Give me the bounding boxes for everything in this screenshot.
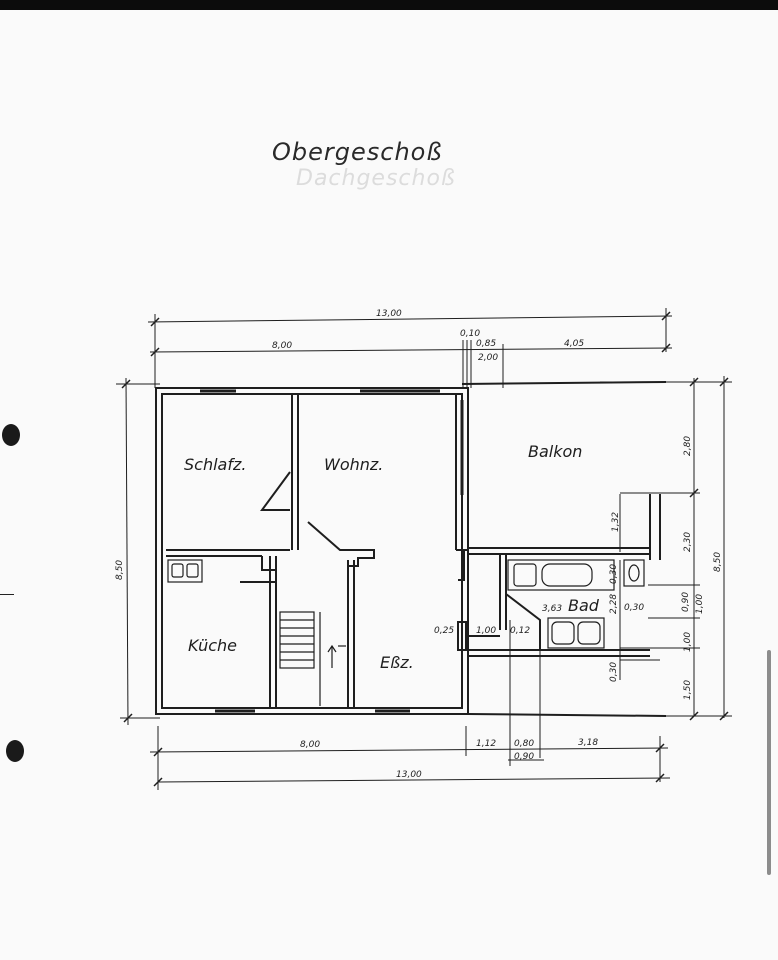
dim-top-200: 2,00: [478, 353, 498, 363]
dim-right-230: 2,30: [683, 532, 693, 552]
dim-left-850: 8,50: [115, 560, 125, 580]
dim-bad-363: 3,63: [542, 604, 562, 614]
room-label-balkon: Balkon: [528, 442, 582, 461]
bathtub: [507, 559, 615, 591]
dim-mid-012: 0,12: [510, 626, 530, 636]
punch-hole-bottom: [6, 740, 24, 762]
interior-walls: [166, 394, 650, 708]
dim-bot-080: 0,80: [514, 739, 534, 749]
dim-right-280: 2,80: [683, 436, 693, 456]
ghost-title-bleedthrough: Dachgeschoß: [296, 166, 456, 191]
room-label-wohnz: Wohnz.: [324, 455, 383, 474]
dim-bot-total: 13,00: [396, 770, 422, 780]
dim-right-090: 0,90: [681, 592, 691, 612]
dimension-lines-right: [600, 376, 732, 718]
dim-bad-030b: 0,30: [624, 603, 644, 613]
dim-bad-030c: 0,30: [609, 662, 619, 682]
dim-right-850: 8,50: [713, 552, 723, 572]
page-edge-mark: [0, 594, 14, 595]
plan-title: Obergeschoß: [272, 138, 443, 166]
dim-right-150: 1,50: [683, 680, 693, 700]
room-label-schlafz: Schlafz.: [184, 455, 246, 474]
dim-top-total: 13,00: [376, 309, 402, 319]
room-label-essz: Eßz.: [380, 653, 414, 672]
dimension-lines-bottom: [149, 620, 671, 790]
dim-right-100a: 1,00: [695, 594, 705, 614]
double-sink: [547, 617, 605, 649]
dim-top-010: 0,10: [460, 329, 480, 339]
dim-mid-100: 1,00: [476, 626, 496, 636]
dim-bot-800: 8,00: [300, 740, 320, 750]
scrollbar[interactable]: [767, 650, 771, 875]
dim-bot-112: 1,12: [476, 739, 496, 749]
dim-top-left: 8,00: [272, 341, 292, 351]
dim-top-405: 4,05: [564, 339, 584, 349]
dimension-line-left: [116, 377, 160, 726]
dim-bad-228: 2,28: [609, 594, 619, 614]
dim-right-132: 1,32: [611, 512, 621, 532]
room-label-bad: Bad: [568, 596, 600, 615]
dim-bot-090: 0,90: [514, 752, 534, 762]
dim-bad-030a: 0,30: [609, 564, 619, 584]
punch-hole-top: [2, 424, 20, 446]
dim-top-085: 0,85: [476, 339, 496, 349]
window-marks: [200, 389, 464, 713]
staircase: [279, 611, 346, 706]
dim-bot-318: 3,18: [578, 738, 598, 748]
dim-right-100b: 1,00: [683, 632, 693, 652]
room-label-kueche: Küche: [188, 636, 237, 655]
dimension-lines-top: [147, 308, 673, 388]
scanned-page: [0, 10, 778, 960]
dimension-ticks: [121, 311, 729, 787]
top-black-bar: [0, 0, 778, 10]
dim-mid-025: 0,25: [434, 626, 454, 636]
toilet: [623, 559, 645, 587]
kitchen-stove: [167, 559, 203, 583]
